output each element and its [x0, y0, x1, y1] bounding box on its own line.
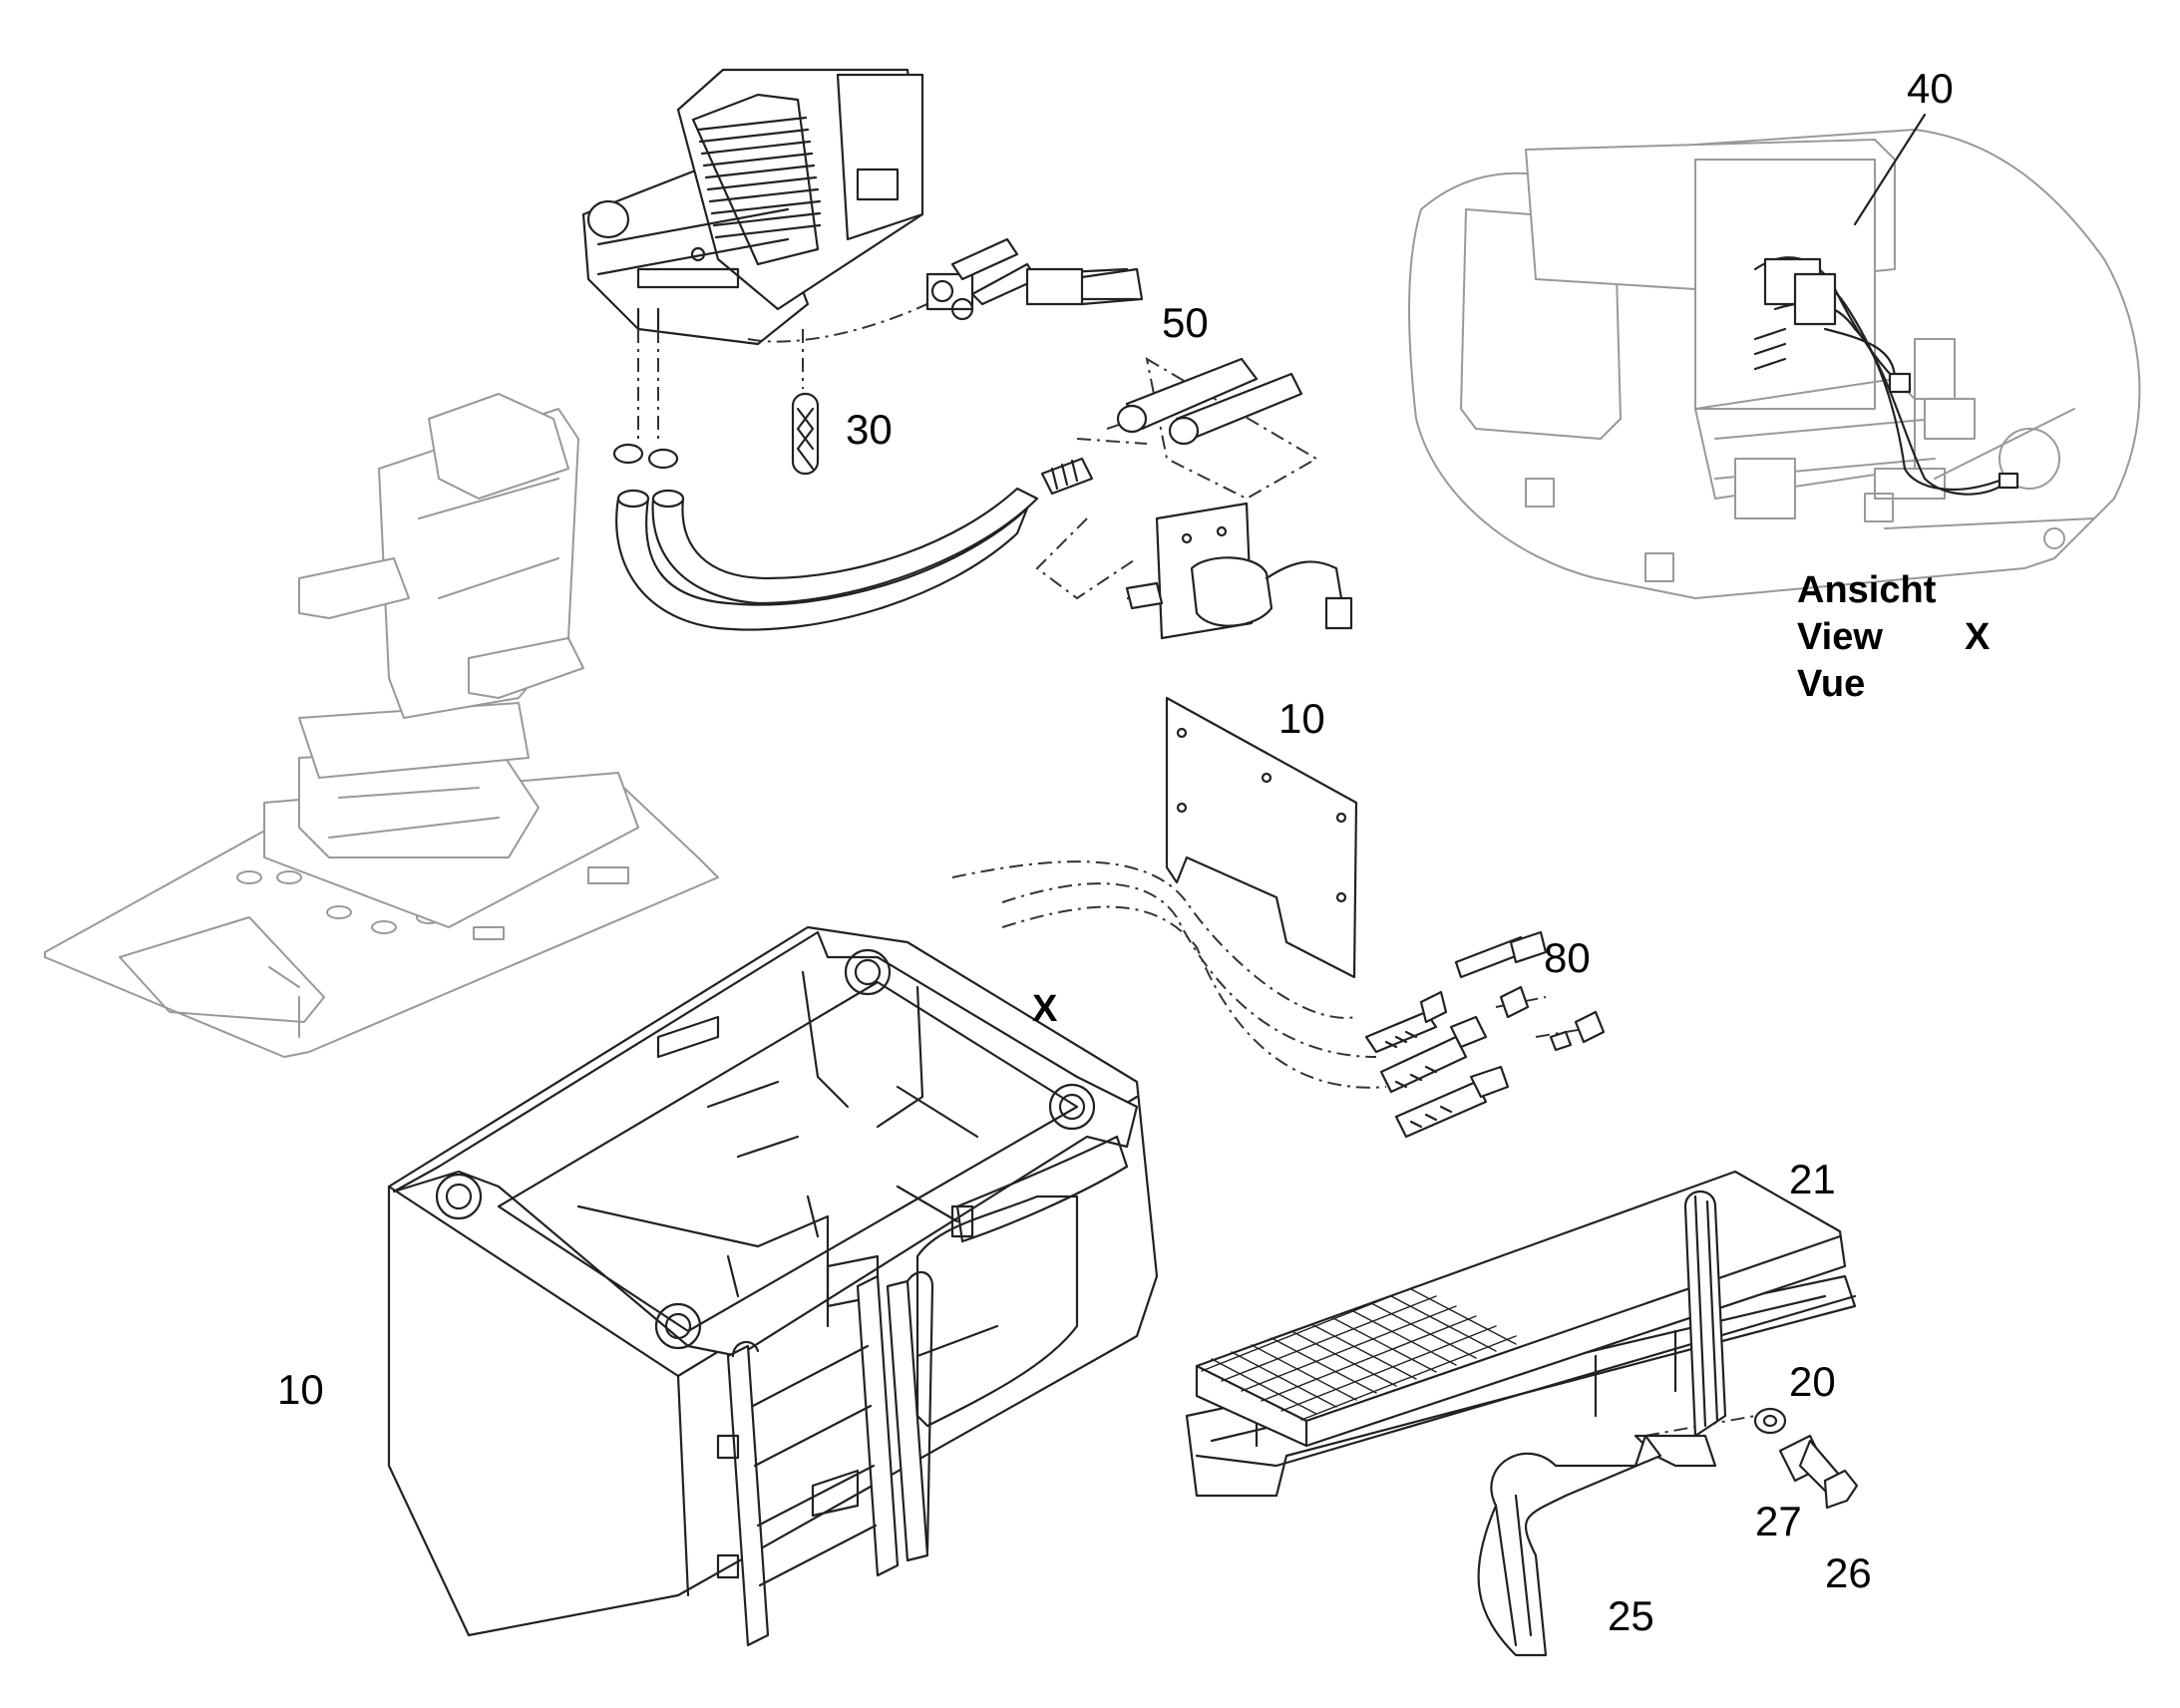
- item-50-connector: [925, 237, 1144, 321]
- callout-40: 40: [1907, 65, 1954, 112]
- callout-27: 27: [1755, 1498, 1802, 1544]
- callout-50: 50: [1162, 299, 1209, 346]
- view-label-line3: Vue: [1797, 663, 1866, 705]
- callout-21: 21: [1789, 1156, 1836, 1202]
- callout-10-panel: 10: [1278, 695, 1325, 742]
- view-label-line2: View: [1797, 616, 1883, 658]
- ac-hoses: [612, 443, 1039, 631]
- operator-seat: [263, 393, 639, 928]
- item-10-panel: [1165, 696, 1358, 979]
- item-30-sleeve: [791, 392, 820, 476]
- leader-40: [1853, 113, 1927, 226]
- callout-10-base: 10: [277, 1366, 324, 1413]
- callout-30: 30: [846, 406, 893, 453]
- item-26-bolt: [1778, 1434, 1859, 1510]
- item-27-washer: [1753, 1407, 1787, 1435]
- callout-25: 25: [1608, 1592, 1654, 1639]
- callout-26: 26: [1825, 1549, 1872, 1596]
- view-label-line1: Ansicht: [1797, 569, 1937, 611]
- item-10-cab-base: [387, 925, 1159, 1647]
- item-21-grating: [1195, 1170, 1847, 1448]
- pressure-switch: [1125, 502, 1353, 640]
- item-25-handrail: [1477, 1191, 1727, 1657]
- item-80-fittings: [1364, 930, 1606, 1139]
- view-arrow-letter: X: [1032, 988, 1058, 1030]
- callout-20: 20: [1789, 1358, 1836, 1405]
- callout-80: 80: [1544, 934, 1591, 981]
- ac-unit: [581, 68, 924, 346]
- pipes: [1040, 357, 1303, 496]
- view-label-letter: X: [1965, 616, 1991, 658]
- view-x-detail: [1408, 129, 2141, 599]
